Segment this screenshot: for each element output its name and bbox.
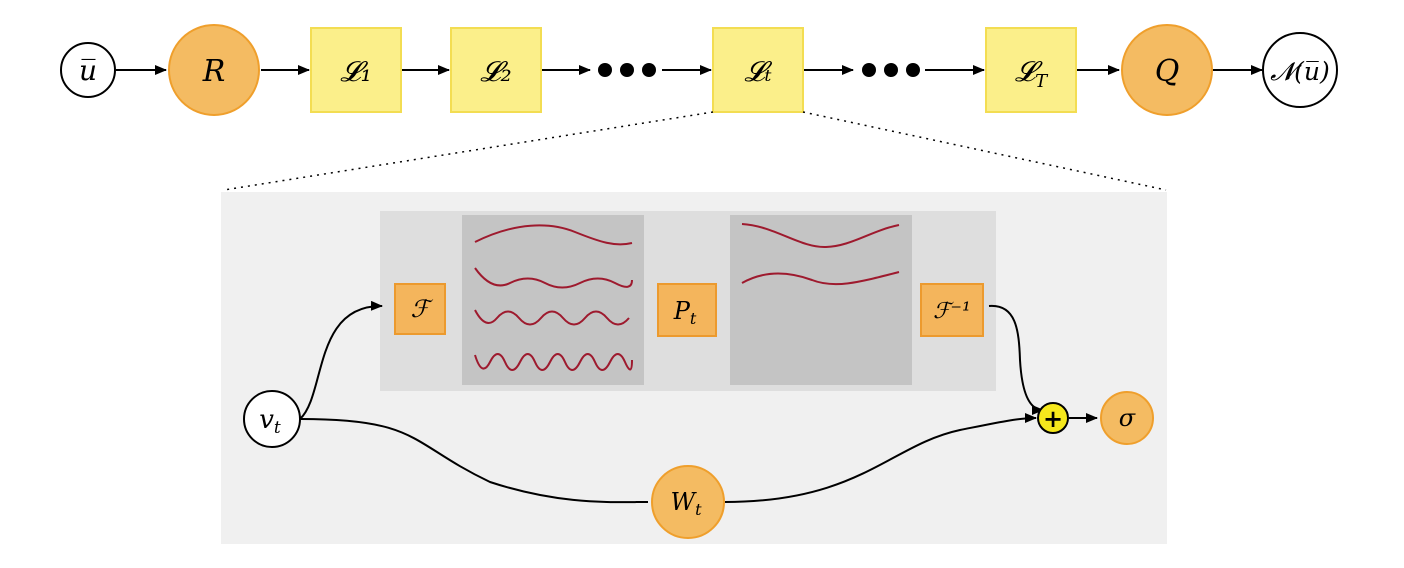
wave-2 [474, 267, 633, 289]
layer-input-sub: t [274, 418, 281, 438]
edge-Finv-to-plus [988, 304, 1044, 415]
sum-node: + [1037, 402, 1069, 434]
wave-1 [474, 224, 633, 246]
layer-box-L1-label: 𝓛₁ [340, 55, 372, 88]
lifting-node-label: R [202, 54, 226, 89]
input-node: u̅ [60, 42, 116, 98]
filtered-wave-2 [741, 271, 900, 286]
output-node-label: 𝓝(u̅) [1270, 57, 1330, 86]
layer-box-LT-sub: T [1035, 71, 1049, 92]
fourier-transform-box: ℱ [394, 283, 446, 335]
wave-3 [474, 309, 630, 326]
linear-transform-label: Pt [673, 297, 697, 328]
layer-box-LT: 𝓛T [985, 27, 1077, 113]
linear-transform-main: P [673, 297, 691, 325]
local-linear-node-W: Wt [651, 465, 725, 539]
ellipsis-right [862, 63, 920, 77]
filtered-modes-panel [730, 215, 912, 385]
branch-edges [299, 300, 1098, 504]
projection-node-label: Q [1155, 54, 1180, 89]
inverse-fourier-label: ℱ⁻¹ [933, 299, 971, 324]
lifting-node-R: R [168, 24, 260, 116]
local-linear-sub: t [695, 500, 702, 519]
linear-transform-box-P: Pt [657, 283, 717, 337]
frequency-waves [474, 224, 633, 371]
layer-box-L2-label: 𝓛₂ [480, 55, 512, 88]
filtered-wave-1 [741, 223, 900, 249]
edge-v-to-F [299, 300, 383, 420]
edge-v-to-W [300, 418, 649, 504]
filtered-waves [741, 223, 900, 286]
zoom-guide-lines [223, 111, 1167, 191]
layer-box-L2: 𝓛₂ [450, 27, 542, 113]
layer-box-Lt: 𝓛ₜ [712, 27, 804, 113]
wave-4 [474, 353, 633, 371]
activation-node-sigma: σ [1100, 391, 1154, 445]
sum-node-label: + [1043, 404, 1063, 433]
layer-box-L1: 𝓛₁ [310, 27, 402, 113]
linear-transform-sub: t [690, 309, 697, 328]
layer-input-main: v [259, 405, 274, 435]
local-linear-label: Wt [670, 488, 702, 519]
layer-input-node: vt [243, 390, 301, 448]
layer-box-Lt-label: 𝓛ₜ [744, 55, 772, 88]
fourier-transform-label: ℱ [411, 295, 434, 323]
layer-input-label: vt [259, 405, 281, 438]
frequency-modes-panel [462, 215, 644, 385]
edge-W-to-plus [724, 413, 1037, 503]
activation-node-label: σ [1119, 404, 1136, 432]
projection-node-Q: Q [1121, 24, 1213, 116]
output-node: 𝓝(u̅) [1262, 32, 1338, 108]
ellipsis-left [598, 63, 656, 77]
inverse-fourier-box: ℱ⁻¹ [920, 283, 984, 337]
local-linear-main: W [670, 488, 697, 516]
input-node-label: u̅ [79, 54, 97, 87]
